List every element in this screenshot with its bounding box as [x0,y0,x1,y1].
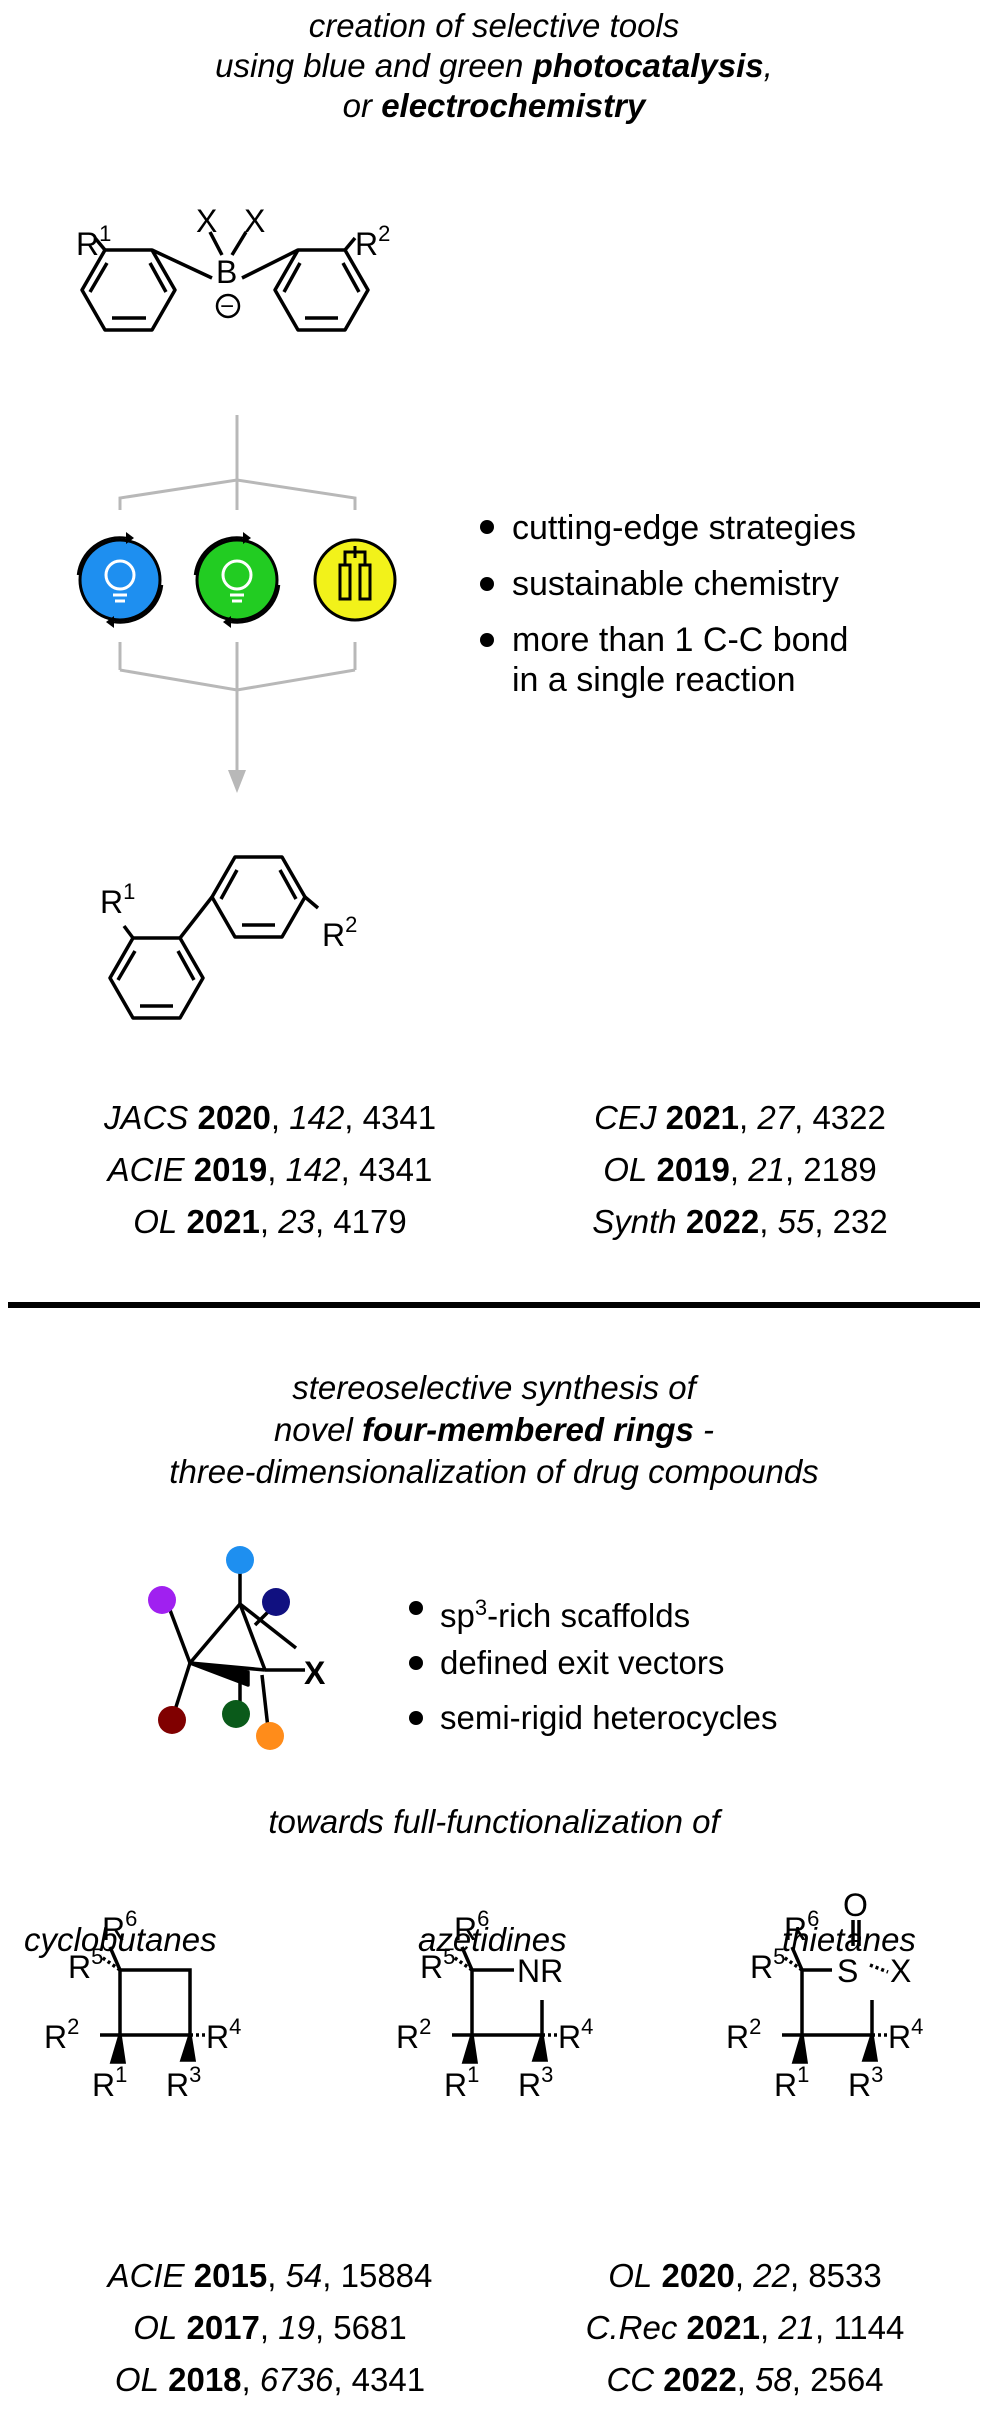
thietane-r2: R2 [726,2014,761,2055]
scaffold-x-label: X [304,1655,326,1691]
section2-refs-right: OL 2020, 22, 8533 C.Rec 2021, 21, 1144 C… [540,2250,950,2406]
substituent-ball-maroon [158,1706,186,1734]
thietane-structure [780,1920,889,2064]
green-photocatalysis-icon [193,532,281,628]
reaction-arrow-head [228,770,246,793]
ref-item: OL 2017, 19, 5681 [133,2309,407,2346]
electrochemistry-icon [313,538,397,622]
bullet-exit-vectors: defined exit vectors [440,1644,725,1681]
cyclobutane-r1: R1 [92,2062,127,2103]
reaction-branch-lines [118,415,357,793]
azetidine-r2: R2 [396,2014,431,2055]
ref-item: JACS 2020, 142, 4341 [103,1099,437,1136]
bullet-dot [409,1656,423,1670]
reagent-r2: R2 [355,221,390,262]
ref-item: C.Rec 2021, 21, 1144 [585,2309,905,2346]
bullet-sustainable: sustainable chemistry [512,565,839,603]
section1-diagram: X X B − R1 R2 [76,203,494,1020]
ref-item: OL 2020, 22, 8533 [608,2257,882,2294]
bullet-semi-rigid: semi-rigid heterocycles [440,1699,778,1736]
thietane-x: X [890,1953,911,1989]
bullet-dot [409,1711,423,1725]
section1-title-line3: or electrochemistry [342,87,646,124]
cyclobutane-structure [98,1946,205,2064]
thietane-r6: R6 [784,1906,819,1947]
section2-subtitle: towards full-functionalization of [268,1803,720,1840]
substituent-ball-blue [226,1546,254,1574]
section2-diagram: X R5 R6 R2 R1 R3 R4 NR R5 R6 R2 R1 R3 R4 [44,1546,923,2103]
thietane-r5: R5 [750,1944,785,1985]
cyclobutane-r6: R6 [102,1906,137,1947]
biaryl-product-structure [108,855,320,1020]
cyclobutane-r2: R2 [44,2014,79,2055]
section-divider [8,1302,980,1308]
substituent-ball-orange [256,1722,284,1750]
cyclobutane-r5: R5 [68,1944,103,1985]
azetidine-r6: R6 [454,1906,489,1947]
section1-refs-right: CEJ 2021, 27, 4322 OL 2019, 21, 2189 Syn… [535,1092,945,1248]
section1-refs-left: JACS 2020, 142, 4341 ACIE 2019, 142, 434… [60,1092,480,1248]
azetidine-nr: NR [517,1953,563,1989]
bullet-dot [480,577,494,591]
reagent-x1: X [196,203,217,239]
azetidine-r1: R1 [444,2062,479,2103]
ref-item: CC 2022, 58, 2564 [606,2361,884,2398]
diarylborate-structure [80,231,370,332]
reagent-boron: B [216,254,237,290]
azetidine-r3: R3 [518,2062,553,2103]
ref-item: ACIE 2015, 54, 15884 [107,2257,433,2294]
class-thietanes: thietanes [782,1921,916,1958]
substituent-ball-purple [148,1586,176,1614]
section2-refs-left: ACIE 2015, 54, 15884 OL 2017, 19, 5681 O… [60,2250,480,2406]
substituent-ball-navy [262,1588,290,1616]
bullet-cc-bond: more than 1 C-C bond [512,621,849,659]
reagent-r1: R1 [76,221,111,262]
section2-title-line3: three-dimensionalization of drug compoun… [169,1453,819,1490]
thietane-r3: R3 [848,2062,883,2103]
substituent-ball-darkgreen [222,1700,250,1728]
product-r1: R1 [100,879,135,920]
section1-title-line1: creation of selective tools [308,7,680,44]
ref-item: Synth 2022, 55, 232 [592,1203,888,1240]
ref-item: OL 2018, 6736, 4341 [114,2361,426,2398]
cyclobutane-r3: R3 [166,2062,201,2103]
bullet-sp3: sp3-rich scaffolds [440,1595,691,1634]
cyclobutane-r4: R4 [206,2014,241,2055]
bicyclic-scaffold [168,1570,305,1729]
bullet-dot [409,1601,423,1615]
bullet-dot [480,633,494,647]
ref-item: OL 2019, 21, 2189 [603,1151,877,1188]
azetidine-r5: R5 [420,1944,455,1985]
thietane-s: S [837,1953,858,1989]
section2-title-line1: stereoselective synthesis of [292,1369,696,1406]
thietane-o: O [843,1887,868,1923]
azetidine-r4: R4 [558,2014,593,2055]
thietane-r1: R1 [774,2062,809,2103]
ref-item: ACIE 2019, 142, 4341 [107,1151,433,1188]
section1-title-line2: using blue and green photocatalysis, [215,47,773,84]
reagent-x2: X [244,203,265,239]
bullet-dot [480,520,494,534]
blue-photocatalysis-icon [76,532,164,628]
bullet-cutting-edge: cutting-edge strategies [512,509,856,547]
bullet-cc-bond-cont: in a single reaction [512,661,796,699]
product-r2: R2 [322,912,357,953]
ref-item: OL 2021, 23, 4179 [133,1203,407,1240]
azetidine-structure [450,1946,557,2064]
class-azetidines: azetidines [418,1921,567,1958]
class-cyclobutanes: cyclobutanes [24,1921,217,1958]
section2-title-line2: novel four-membered rings - [273,1411,715,1448]
thietane-r4: R4 [888,2014,923,2055]
ref-item: CEJ 2021, 27, 4322 [594,1099,886,1136]
reagent-charge: − [220,293,234,320]
